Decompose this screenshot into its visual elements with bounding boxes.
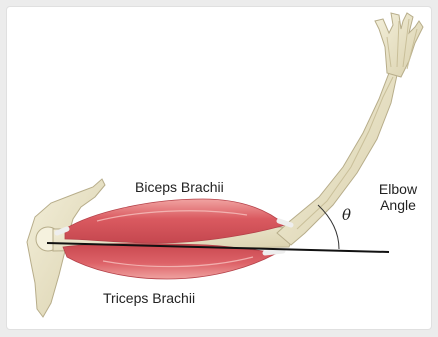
elbow-angle-line1: Elbow — [368, 181, 428, 197]
forearm-bones — [277, 73, 397, 245]
arm-anatomy-diagram: Biceps Brachii Triceps Brachii θ Elbow A… — [7, 7, 431, 329]
angle-symbol: θ — [342, 207, 351, 223]
hand-bones — [375, 13, 423, 77]
elbow-angle-label: Elbow Angle — [368, 181, 428, 213]
arm-illustration — [7, 7, 431, 329]
biceps-label: Biceps Brachii — [135, 179, 224, 195]
triceps-label: Triceps Brachii — [103, 290, 195, 306]
elbow-angle-line2: Angle — [368, 197, 428, 213]
